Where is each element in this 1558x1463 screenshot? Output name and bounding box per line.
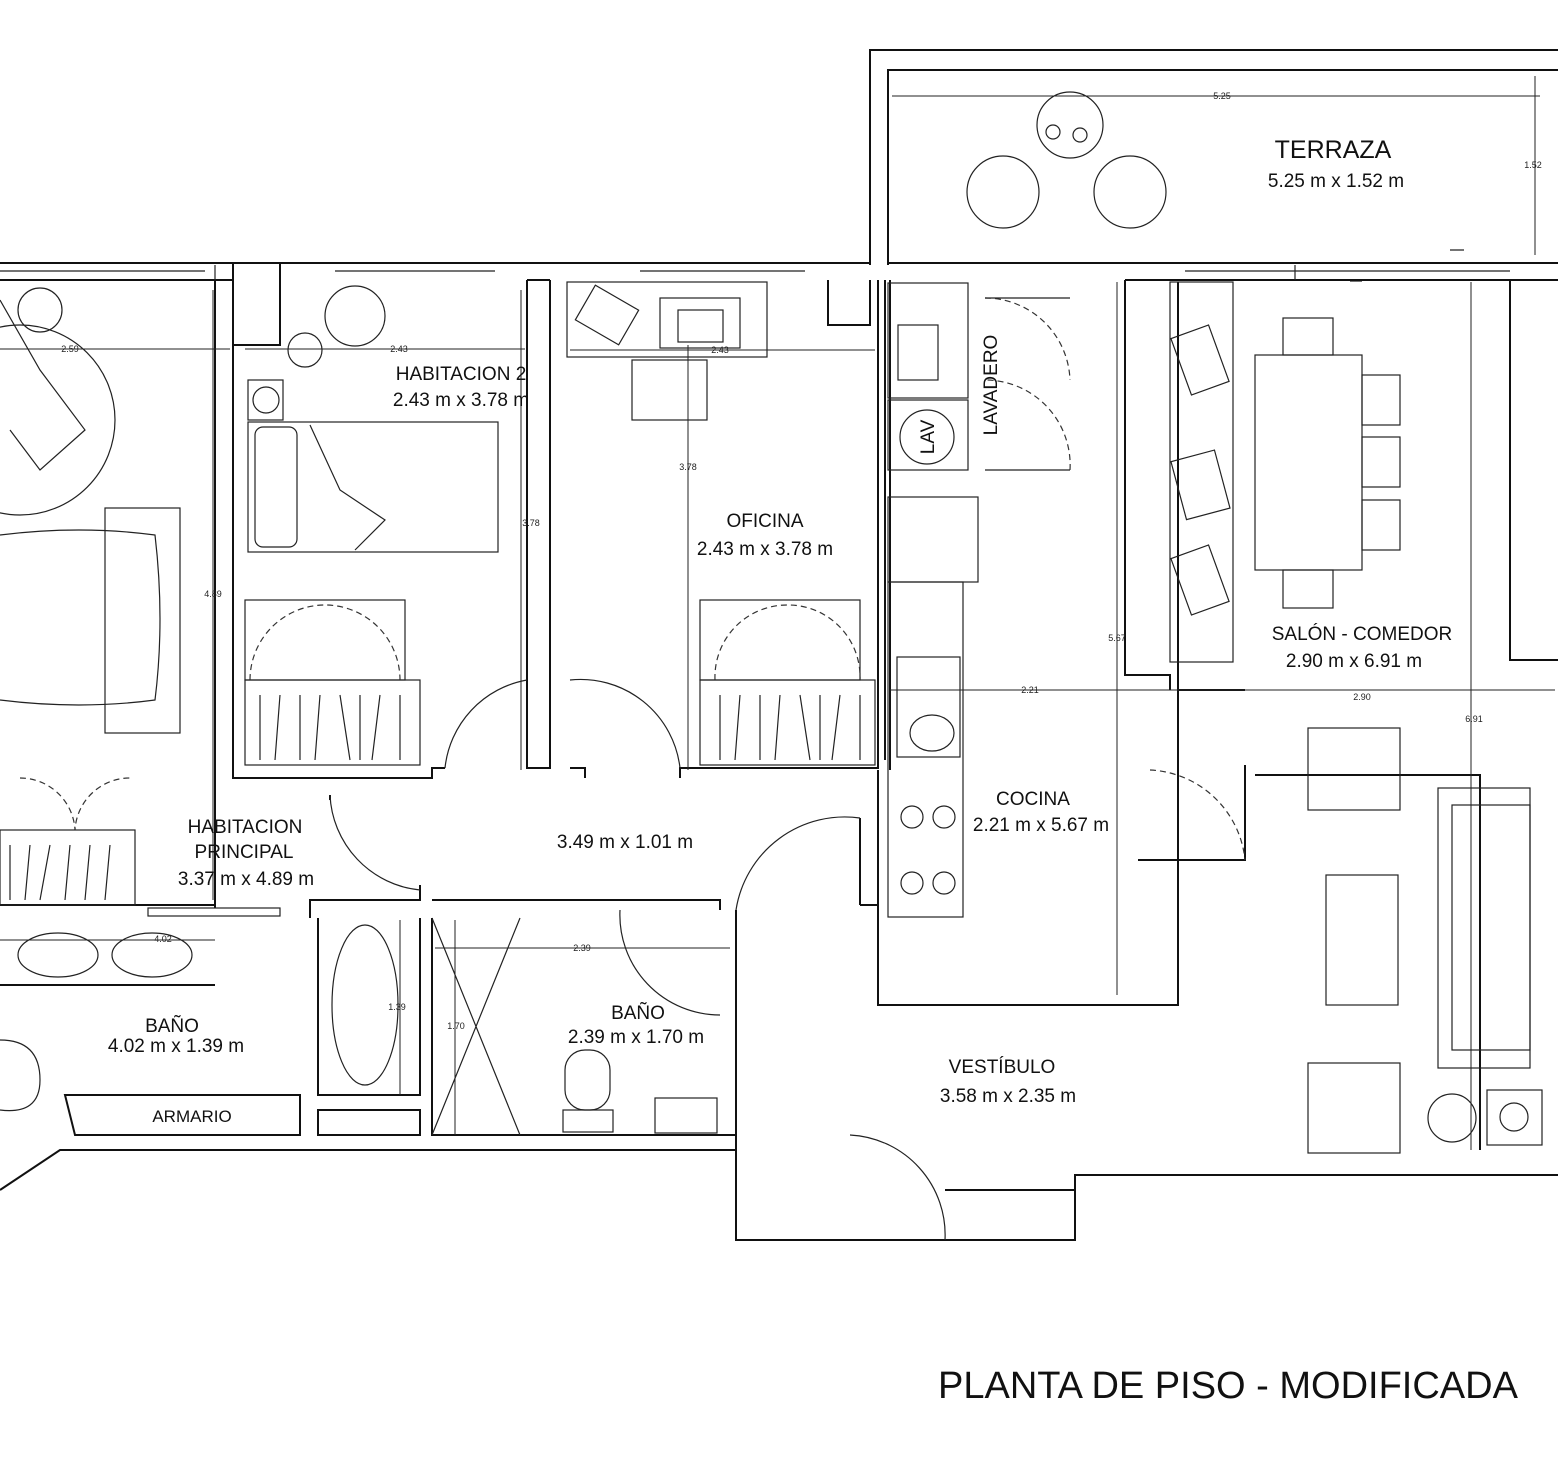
bedroom2-furniture [244, 285, 499, 766]
appliance-label-lav: LAV [918, 419, 939, 454]
dim-bano1-h: 1.39 [388, 1002, 406, 1012]
master-bedroom-furniture [0, 287, 281, 917]
room-size-pasillo: 3.49 m x 1.01 m [557, 832, 693, 853]
room-name-salon: SALÓN - COMEDOR [1272, 623, 1453, 645]
room-name-bano1: BAÑO [145, 1015, 199, 1037]
room-name-bano2: BAÑO [611, 1002, 665, 1024]
room-size-salon: 2.90 m x 6.91 m [1286, 651, 1422, 672]
dim-bano2-w: 2.39 [573, 943, 591, 953]
room-name-cocina: COCINA [996, 789, 1070, 810]
dim-hab-principal-h: 4.89 [204, 589, 222, 599]
dim-hab2-h: 3.78 [522, 518, 540, 528]
room-size-bano1: 4.02 m x 1.39 m [108, 1036, 244, 1057]
dim-oficina-w: 2.43 [711, 345, 729, 355]
room-size-habitacion-principal: 3.37 m x 4.89 m [178, 869, 314, 890]
dim-cocina-w: 2.21 [1021, 685, 1039, 695]
room-size-bano2: 2.39 m x 1.70 m [568, 1027, 704, 1048]
dimension-labels: 5.25 1.52 2.59 4.89 2.43 3.78 2.43 3.78 … [61, 91, 1542, 1031]
room-name-oficina: OFICINA [726, 511, 803, 532]
kitchen-furniture [887, 282, 979, 918]
room-name-terraza: TERRAZA [1275, 136, 1392, 164]
dim-terraza-w: 5.25 [1213, 91, 1231, 101]
room-name-habitacion2: HABITACION 2 [396, 364, 527, 385]
exterior-wall-top [0, 262, 1558, 760]
dim-hab2-w: 2.43 [390, 344, 408, 354]
plan-title: PLANTA DE PISO - MODIFICADA [938, 1365, 1519, 1407]
interior-walls [0, 280, 1558, 1241]
room-size-cocina: 2.21 m x 5.67 m [973, 815, 1109, 836]
terrace-walls [869, 49, 1558, 265]
room-size-vestibulo: 3.58 m x 2.35 m [940, 1086, 1076, 1107]
dim-bano2-h: 1.70 [447, 1021, 465, 1031]
room-labels: TERRAZA 5.25 m x 1.52 m HABITACION 2 2.4… [108, 136, 1452, 1126]
dim-salon-w: 2.90 [1353, 692, 1371, 702]
dim-bano1-w: 4.02 [154, 934, 172, 944]
bathroom-furniture [0, 290, 730, 1136]
dim-hab-principal-w: 2.59 [61, 344, 79, 354]
room-size-oficina: 2.43 m x 3.78 m [697, 539, 833, 560]
stove-burners [900, 805, 956, 895]
room-name-lavadero: LAVADERO [981, 335, 1002, 436]
room-name-armario: ARMARIO [152, 1107, 231, 1126]
dim-oficina-h: 3.78 [679, 462, 697, 472]
dim-salon-h: 6.91 [1465, 714, 1483, 724]
room-size-terraza: 5.25 m x 1.52 m [1268, 171, 1404, 192]
dim-cocina-h: 5.67 [1108, 633, 1126, 643]
living-dining-furniture [890, 281, 1555, 1154]
room-name-habitacion-principal-2: PRINCIPAL [195, 842, 294, 863]
doors [329, 297, 1246, 1241]
office-furniture [566, 281, 876, 770]
room-size-habitacion2: 2.43 m x 3.78 m [393, 390, 529, 411]
room-name-vestibulo: VESTÍBULO [949, 1057, 1056, 1078]
dim-terraza-h: 1.52 [1524, 160, 1542, 170]
room-name-habitacion-principal-1: HABITACION [188, 817, 303, 838]
